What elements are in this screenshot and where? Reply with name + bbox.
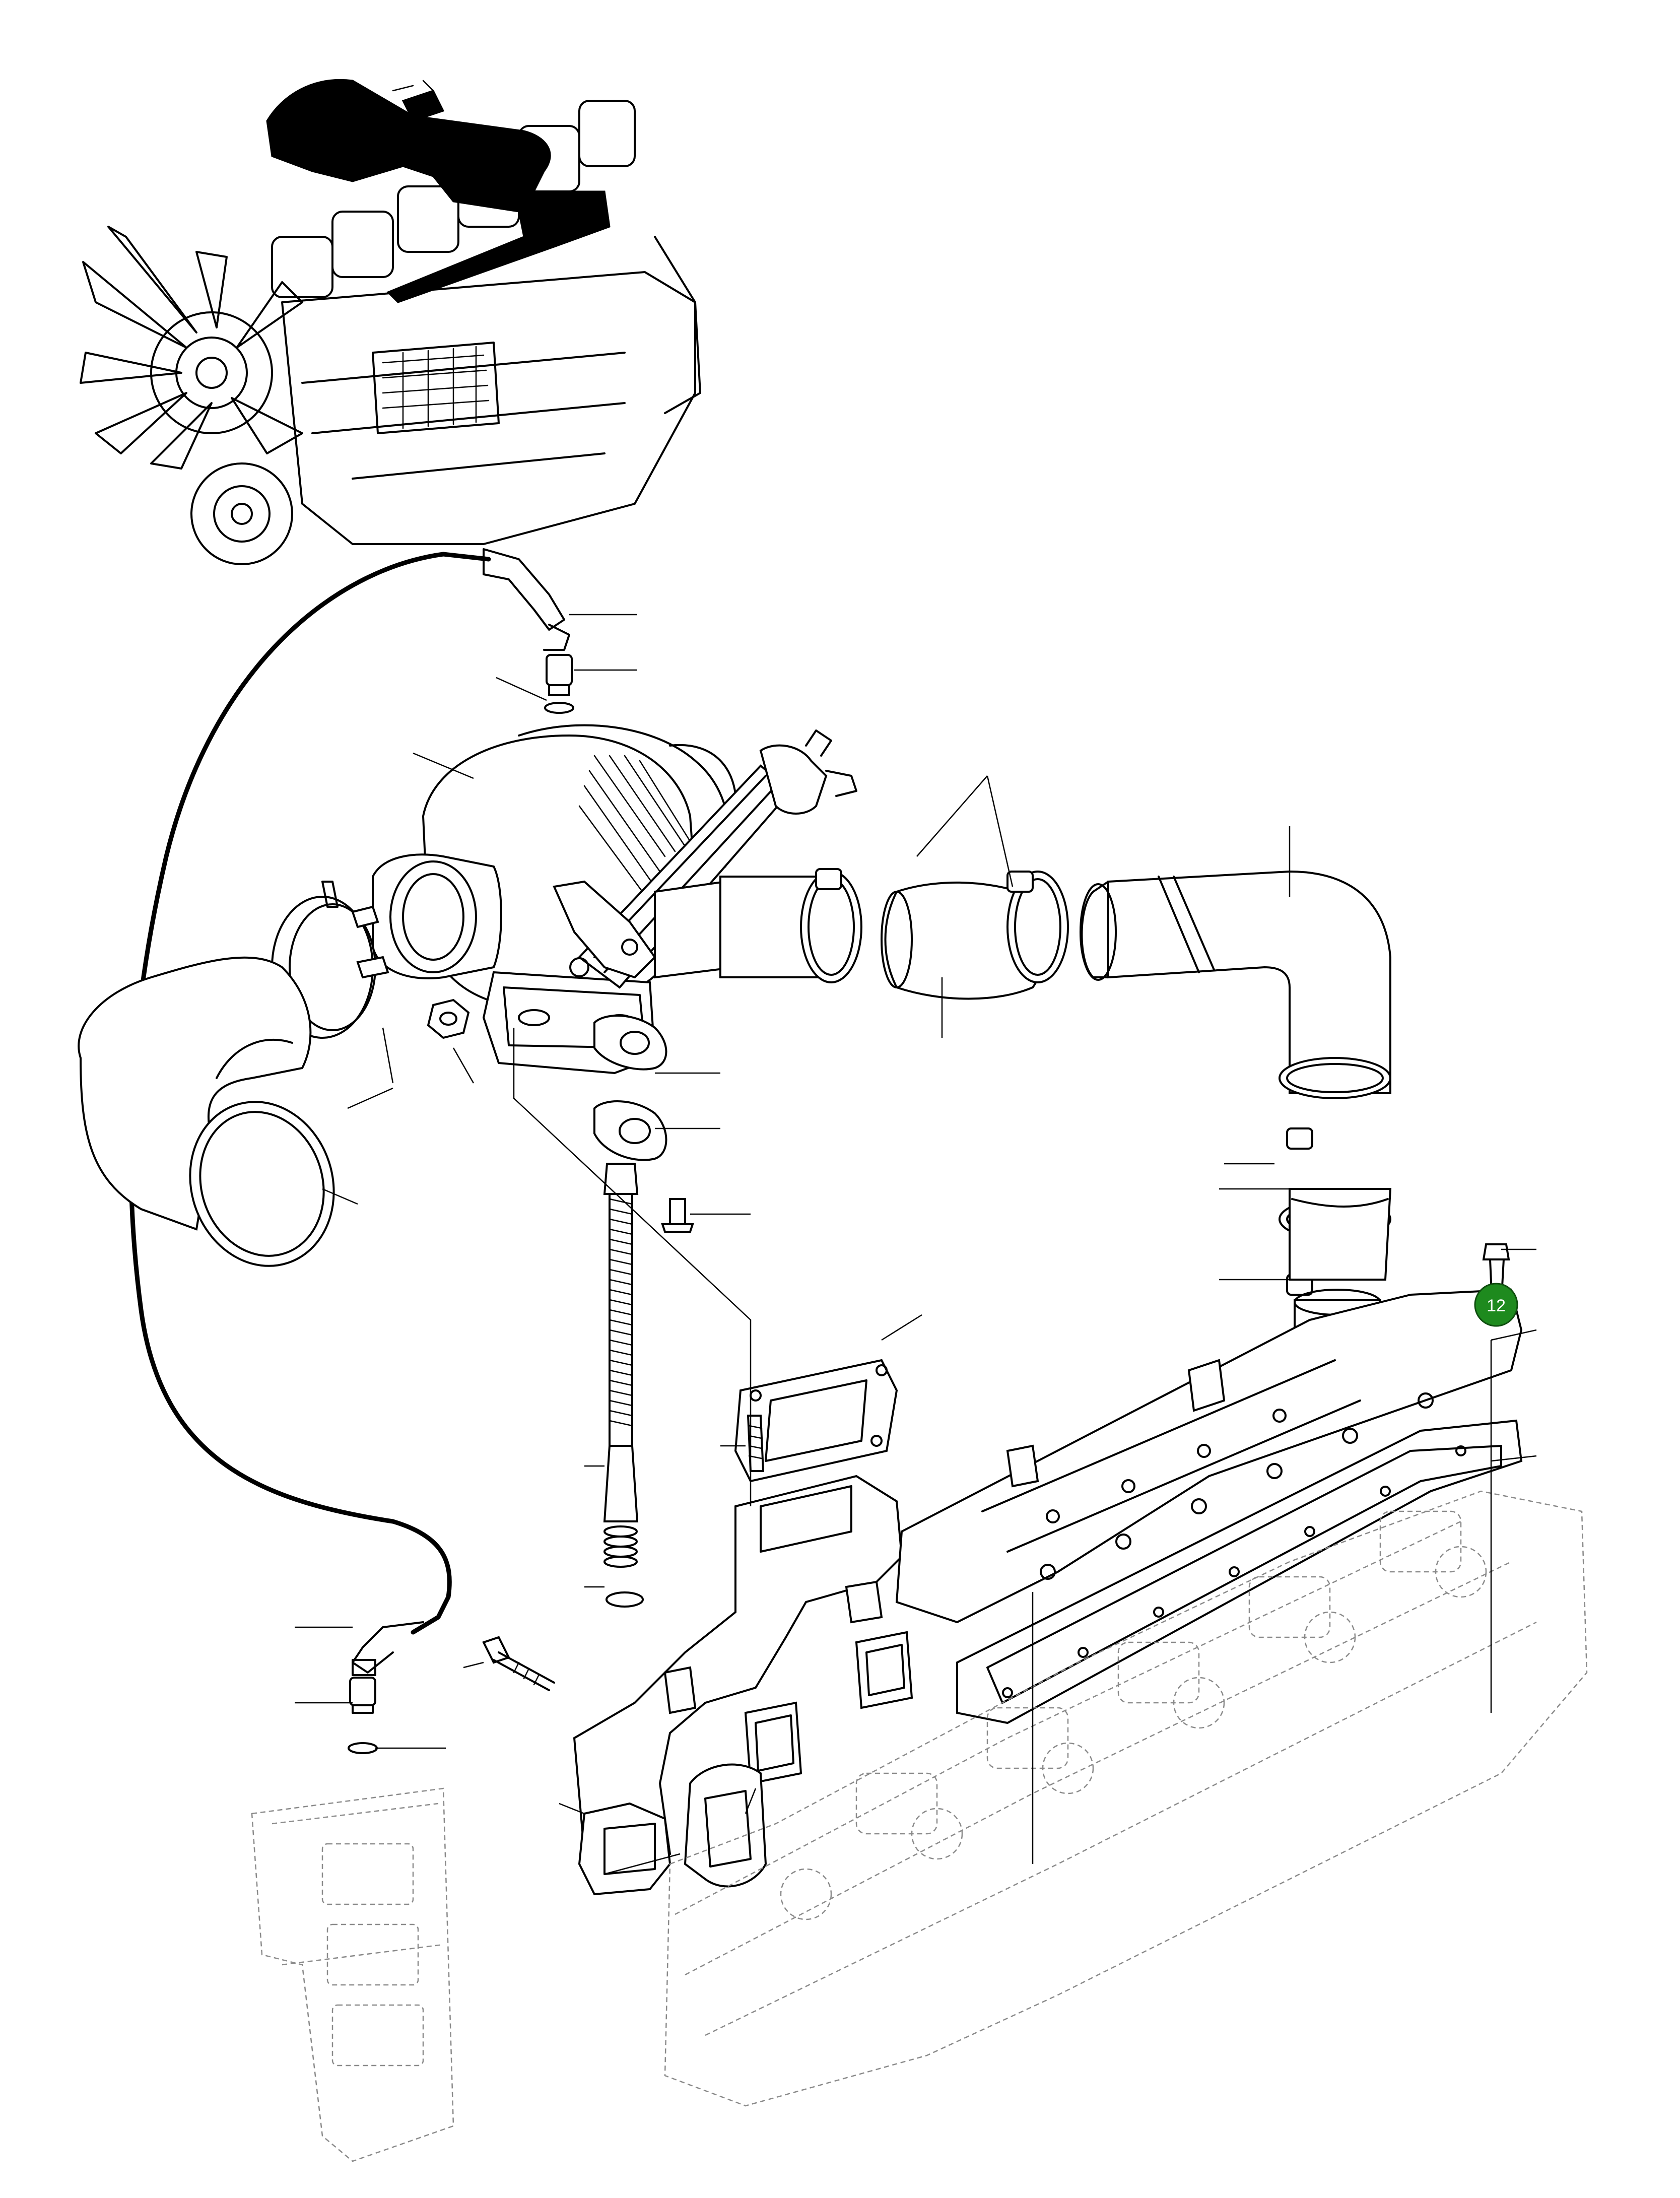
drain-bolt <box>661 1198 694 1233</box>
callout-12[interactable]: 12 <box>1474 1283 1518 1327</box>
turbocharger <box>372 724 857 1075</box>
crossover-pipe <box>719 868 1392 1409</box>
leader-lines <box>295 614 1537 1875</box>
intake-elbow-hose <box>78 956 335 1267</box>
turbo-nut <box>427 998 470 1039</box>
drain-gasket-lower <box>593 1100 667 1161</box>
turbo-mount-gasket <box>734 1359 898 1483</box>
callout-label: 12 <box>1487 1296 1506 1315</box>
oil-fitting-lower <box>348 1659 378 1754</box>
mounting-stud <box>747 1415 765 1472</box>
engine-overview-thumbnail <box>80 79 701 565</box>
oil-drain-tube <box>603 1163 644 1608</box>
exhaust-manifold <box>573 1288 1523 1896</box>
drain-gasket-upper <box>593 1015 667 1071</box>
cylinder-head-phantom <box>251 1490 1588 2162</box>
manifold-end-gasket <box>684 1763 767 1888</box>
manifold-bolt <box>482 1636 555 1691</box>
oil-fitting-upper <box>544 654 574 714</box>
